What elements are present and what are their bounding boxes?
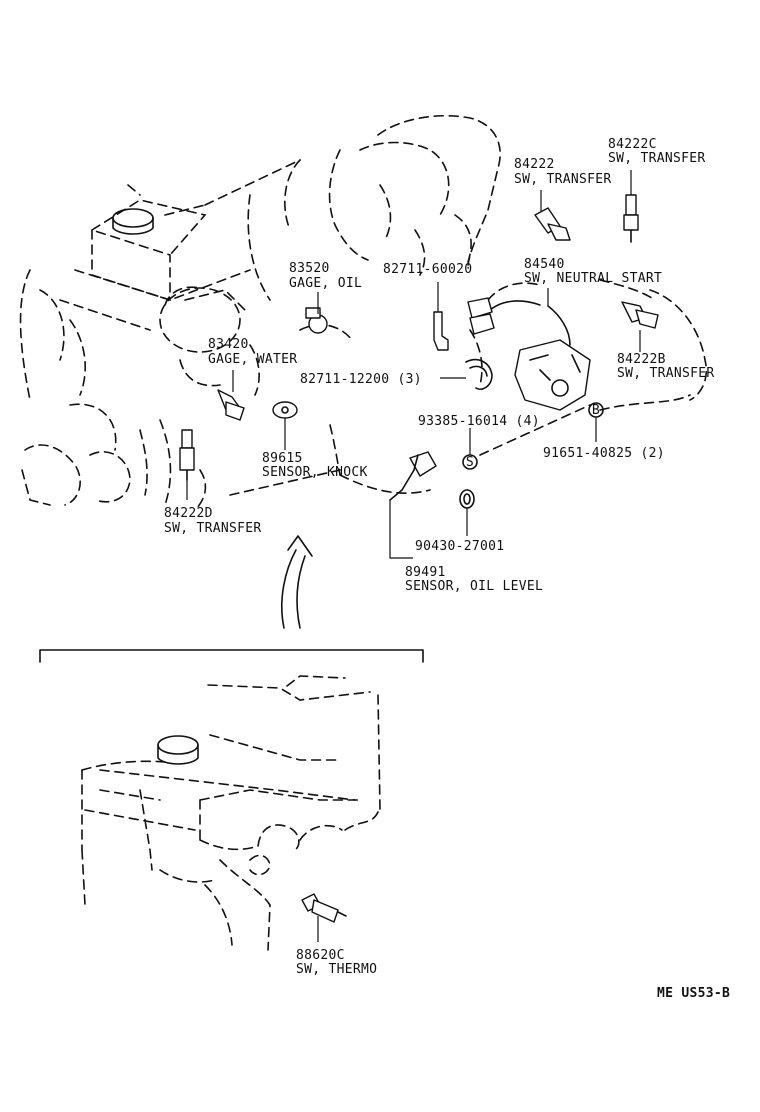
part-name-84222: SW, TRANSFER — [514, 172, 612, 187]
part-number-82711-12200: 82711-12200 (3) — [300, 372, 422, 387]
part-number-88620c: 88620C — [296, 948, 345, 963]
part-name-84222d: SW, TRANSFER — [164, 521, 262, 536]
part-name-88620c: SW, THERMO — [296, 962, 377, 977]
part-name-83420: GAGE, WATER — [208, 352, 297, 367]
part-name-84222c: SW, TRANSFER — [608, 151, 706, 166]
diagram-code: ME US53-B — [657, 986, 730, 1001]
part-number-89615: 89615 — [262, 451, 303, 466]
part-number-91651: 91651-40825 (2) — [543, 446, 665, 461]
marker-b-label: B — [592, 403, 600, 418]
leader-lines — [186, 170, 641, 559]
part-name-89491: SENSOR, OIL LEVEL — [405, 579, 543, 594]
part-number-82711-60020: 82711-60020 — [383, 262, 472, 277]
part-number-83420: 83420 — [208, 337, 249, 352]
part-number-83520: 83520 — [289, 261, 330, 276]
part-number-90430: 90430-27001 — [415, 539, 504, 554]
part-number-89491: 89491 — [405, 565, 446, 580]
part-number-84222d: 84222D — [164, 506, 213, 521]
part-icons — [179, 194, 659, 509]
part-name-83520: GAGE, OIL — [289, 276, 362, 291]
part-number-84222b: 84222B — [617, 352, 666, 367]
neutral-start-switch-drawing — [467, 297, 591, 411]
part-name-84222b: SW, TRANSFER — [617, 366, 715, 381]
part-number-84540: 84540 — [524, 257, 565, 272]
engine-illustration — [19, 115, 708, 511]
part-number-93385: 93385-16014 (4) — [418, 414, 540, 429]
detail-illustration — [81, 675, 381, 951]
marker-s-label: S — [466, 455, 474, 470]
detail-bracket — [39, 649, 424, 663]
detail-arrow — [281, 535, 313, 629]
part-number-84222c: 84222C — [608, 137, 657, 152]
part-number-84222: 84222 — [514, 157, 555, 172]
part-labels: 84222C SW, TRANSFER 84222 SW, TRANSFER 8… — [164, 137, 715, 594]
part-name-89615: SENSOR, KNOCK — [262, 465, 368, 480]
marker-s: S — [462, 454, 478, 470]
part-name-84540: SW, NEUTRAL START — [524, 271, 662, 286]
